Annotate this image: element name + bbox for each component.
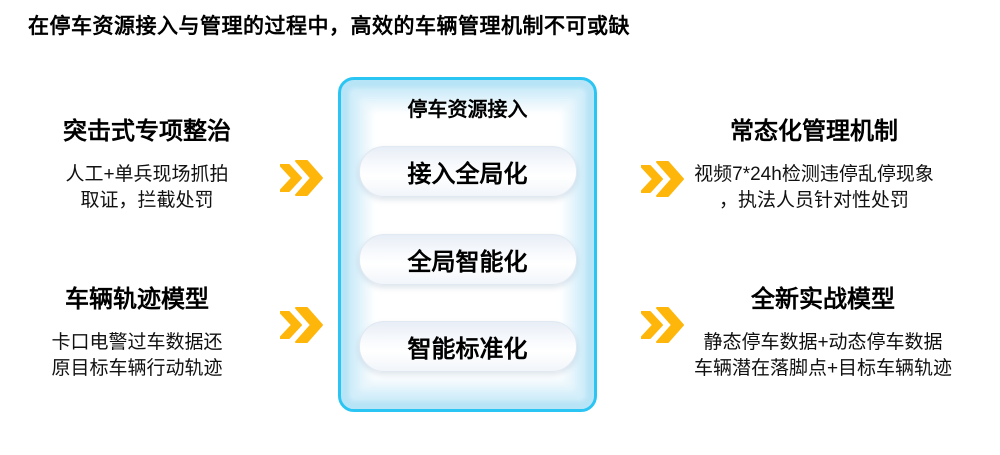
pill-label: 智能标准化 <box>407 336 528 363</box>
block-line: 取证，拦截处罚 <box>80 190 214 211</box>
double-chevron-icon <box>280 307 323 343</box>
pill-global-intelligence: 全局智能化 <box>358 234 577 285</box>
block-raid-campaign: 突击式专项整治 人工+单兵现场抓拍 取证，拦截处罚 <box>30 118 264 214</box>
block-line: 车辆潜在落脚点+目标车辆轨迹 <box>693 358 953 379</box>
double-chevron-icon <box>641 307 684 343</box>
block-new-combat-model: 全新实战模型 静态停车数据+动态停车数据 车辆潜在落脚点+目标车辆轨迹 <box>688 286 958 382</box>
block-normalized-management: 常态化管理机制 视频7*24h检测违停乱停现象 ，执法人员针对性处罚 <box>679 118 949 214</box>
center-panel: 停车资源接入 接入全局化 全局智能化 智能标准化 <box>338 77 597 412</box>
double-chevron-icon <box>641 161 684 197</box>
pill-access-globalization: 接入全局化 <box>358 146 577 197</box>
block-line: 静态停车数据+动态停车数据 <box>703 332 943 353</box>
block-line: 卡口电警过车数据还 <box>51 332 223 353</box>
block-line: ，执法人员针对性处罚 <box>718 190 909 211</box>
page-title: 在停车资源接入与管理的过程中，高效的车辆管理机制不可或缺 <box>28 15 630 38</box>
block-line: 人工+单兵现场抓拍 <box>65 164 229 185</box>
block-title: 全新实战模型 <box>751 286 895 313</box>
block-title: 突击式专项整治 <box>63 118 231 145</box>
block-description: 人工+单兵现场抓拍 取证，拦截处罚 <box>30 162 264 214</box>
block-title: 常态化管理机制 <box>730 118 898 145</box>
block-title: 车辆轨迹模型 <box>65 286 209 313</box>
pill-label: 全局智能化 <box>407 249 528 276</box>
pill-intelligent-standardization: 智能标准化 <box>358 321 577 372</box>
block-line: 视频7*24h检测违停乱停现象 <box>694 164 934 185</box>
double-chevron-icon <box>280 160 323 196</box>
block-description: 视频7*24h检测违停乱停现象 ，执法人员针对性处罚 <box>679 162 949 214</box>
pill-label: 接入全局化 <box>407 161 528 188</box>
center-panel-title: 停车资源接入 <box>407 99 528 121</box>
block-line: 原目标车辆行动轨迹 <box>51 358 223 379</box>
block-description: 静态停车数据+动态停车数据 车辆潜在落脚点+目标车辆轨迹 <box>688 330 958 382</box>
block-description: 卡口电警过车数据还 原目标车辆行动轨迹 <box>20 330 254 382</box>
block-vehicle-trajectory-model: 车辆轨迹模型 卡口电警过车数据还 原目标车辆行动轨迹 <box>20 286 254 382</box>
